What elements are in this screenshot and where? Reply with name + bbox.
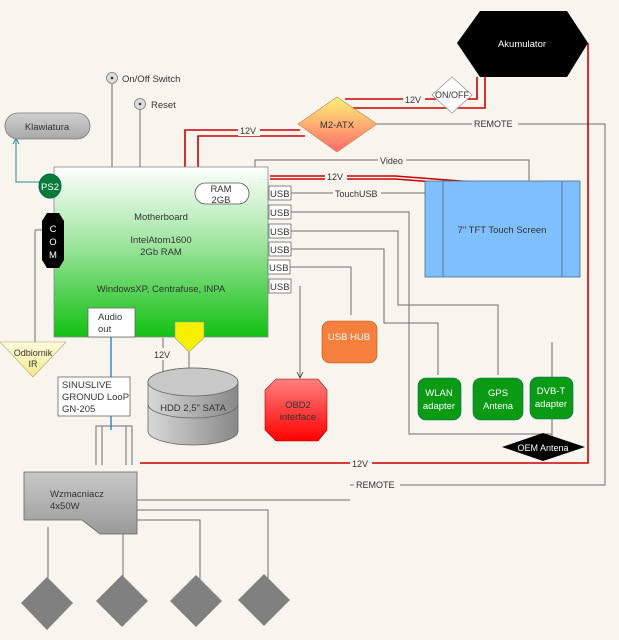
wire-usb-hub bbox=[290, 266, 352, 315]
svg-text:interface: interface bbox=[280, 412, 316, 423]
motherboard-title: Motherboard bbox=[134, 212, 188, 223]
power-switch-node[interactable]: On/Off Switch bbox=[106, 72, 181, 86]
audio-label-2: out bbox=[98, 324, 112, 335]
audio-out-port[interactable]: Audio out bbox=[87, 307, 136, 338]
speaker[interactable] bbox=[96, 575, 148, 627]
svg-text:DVB-T: DVB-T bbox=[537, 386, 566, 397]
speaker[interactable] bbox=[21, 577, 73, 630]
reset-node[interactable]: Reset bbox=[134, 98, 177, 112]
svg-text:Odbiornik: Odbiornik bbox=[14, 348, 53, 358]
motherboard-software: WindowsXP, Centrafuse, INPA bbox=[97, 284, 226, 295]
wire-speaker-4 bbox=[136, 509, 269, 580]
svg-text:Antena: Antena bbox=[483, 401, 514, 412]
svg-text:adapter: adapter bbox=[423, 401, 455, 412]
label-12v-hdd: 12V bbox=[154, 350, 170, 360]
speaker[interactable] bbox=[170, 575, 222, 627]
wire-amp-12v bbox=[140, 43, 589, 464]
svg-text:IR: IR bbox=[29, 359, 39, 369]
svg-text:O: O bbox=[49, 237, 56, 248]
svg-text:USB: USB bbox=[270, 245, 290, 256]
amplifier-node[interactable]: Wzmacniacz 4x50W bbox=[23, 471, 138, 535]
wire-speaker-3 bbox=[136, 519, 201, 580]
svg-text:GRONUD LooP: GRONUD LooP bbox=[62, 392, 129, 403]
label-touch-usb: TouchUSB bbox=[335, 189, 378, 199]
battery-node[interactable]: Akumulator bbox=[457, 11, 588, 77]
speaker[interactable] bbox=[238, 574, 290, 626]
keyboard-node[interactable]: Klawiatura bbox=[4, 112, 91, 140]
wire-ground-loop-plug bbox=[95, 425, 133, 465]
svg-text:C: C bbox=[50, 224, 57, 235]
battery-label: Akumulator bbox=[498, 39, 546, 50]
com-port[interactable]: C O M bbox=[42, 213, 64, 268]
onoff-switch-node[interactable]: ON/OFF bbox=[431, 76, 473, 114]
ps2-port[interactable]: PS2 bbox=[38, 173, 62, 199]
svg-text:USB: USB bbox=[270, 282, 290, 293]
usb-hub-label: USB HUB bbox=[328, 332, 370, 343]
svg-text:USB: USB bbox=[269, 263, 289, 274]
label-remote-psu: REMOTE bbox=[474, 119, 513, 129]
usb-ports: USB USB USB USB USB USB bbox=[267, 185, 292, 294]
wire-ps2 bbox=[15, 140, 40, 183]
wire-usb-wlan bbox=[290, 248, 439, 375]
svg-text:SINUSLIVE: SINUSLIVE bbox=[62, 380, 112, 391]
power-wires bbox=[140, 43, 589, 464]
keyboard-label: Klawiatura bbox=[25, 122, 70, 133]
gps-antenna-node[interactable]: GPS Antena bbox=[472, 377, 524, 421]
wire-psu-mb-1 bbox=[184, 129, 300, 168]
svg-text:USB: USB bbox=[270, 227, 290, 238]
touch-screen-node[interactable]: 7" TFT Touch Screen bbox=[424, 180, 581, 278]
reset-label: Reset bbox=[151, 100, 176, 111]
ram-module[interactable]: RAM 2GB bbox=[194, 182, 250, 206]
svg-text:4x50W: 4x50W bbox=[50, 501, 80, 512]
svg-text:OBD2: OBD2 bbox=[285, 400, 311, 411]
dvbt-adapter-node[interactable]: DVB-T adapter bbox=[529, 376, 574, 420]
svg-text:GPS: GPS bbox=[488, 388, 508, 399]
label-12v-battery: 12V bbox=[405, 95, 421, 105]
hdd-label: HDD 2,5" SATA bbox=[160, 403, 227, 414]
psu-node[interactable]: M2-ATX bbox=[297, 96, 378, 153]
wire-psu-mb-2 bbox=[197, 135, 305, 168]
usb-port[interactable]: USB bbox=[267, 259, 291, 275]
label-video: Video bbox=[380, 156, 403, 166]
svg-text:Wzmacniacz: Wzmacniacz bbox=[50, 489, 104, 500]
svg-text:USB: USB bbox=[270, 208, 290, 219]
wire-battery-onoff-1 bbox=[345, 77, 478, 100]
label-12v-amp: 12V bbox=[352, 459, 368, 469]
motherboard-cpu: IntelAtom1600 bbox=[130, 235, 191, 246]
onoff-label: ON/OFF bbox=[435, 90, 469, 100]
psu-label: M2-ATX bbox=[320, 120, 355, 131]
usb-port[interactable]: USB bbox=[268, 185, 292, 201]
audio-label-1: Audio bbox=[98, 312, 122, 323]
svg-text:USB: USB bbox=[270, 189, 290, 200]
ram-label-2: 2GB bbox=[211, 195, 230, 206]
oem-antenna-label: OEM Antena bbox=[517, 443, 568, 453]
sata-connector[interactable] bbox=[174, 321, 205, 353]
hdd-node[interactable]: HDD 2,5" SATA bbox=[147, 367, 239, 446]
motherboard-ram-text: 2Gb RAM bbox=[140, 247, 182, 258]
usb-port[interactable]: USB bbox=[268, 241, 292, 257]
usb-port[interactable]: USB bbox=[268, 223, 292, 239]
power-switch-label: On/Off Switch bbox=[122, 74, 180, 85]
ram-label-1: RAM bbox=[210, 184, 231, 195]
ground-loop-isolator-node[interactable]: SINUSLIVE GRONUD LooP GN-205 bbox=[57, 376, 131, 417]
usb-port[interactable]: USB bbox=[268, 278, 292, 294]
touch-screen-label: 7" TFT Touch Screen bbox=[458, 225, 547, 236]
svg-text:M: M bbox=[49, 250, 57, 261]
label-remote-amp: REMOTE bbox=[356, 480, 395, 490]
wire-usb-gps bbox=[290, 230, 499, 375]
usb-port[interactable]: USB bbox=[268, 204, 292, 220]
obd2-node[interactable]: OBD2 interface bbox=[264, 371, 328, 442]
label-12v-screen: 12V bbox=[327, 172, 343, 182]
svg-text:adapter: adapter bbox=[535, 399, 567, 410]
svg-text:WLAN: WLAN bbox=[425, 388, 453, 399]
usb-hub-node[interactable]: USB HUB bbox=[321, 320, 378, 364]
svg-text:GN-205: GN-205 bbox=[62, 404, 95, 415]
label-12v-psu: 12V bbox=[240, 126, 256, 136]
ps2-label: PS2 bbox=[41, 182, 59, 193]
wlan-adapter-node[interactable]: WLAN adapter bbox=[417, 377, 462, 421]
ir-receiver-node[interactable]: Odbiornik IR bbox=[0, 341, 67, 378]
oem-antenna-node[interactable]: OEM Antena bbox=[502, 433, 585, 461]
